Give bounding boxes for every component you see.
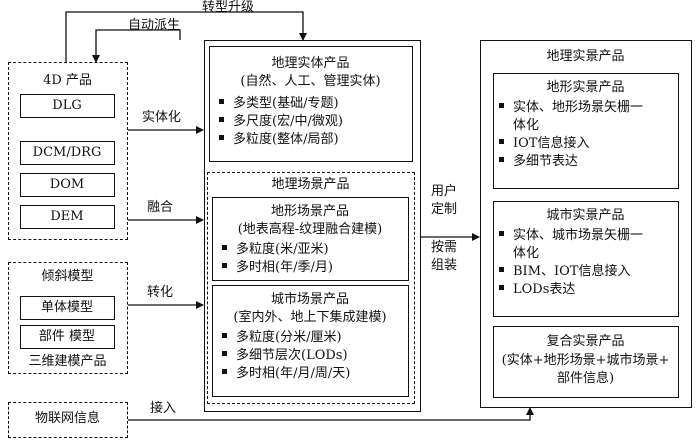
3d-modeling-products-label: 三维建模产品 [28,354,107,369]
city-real-bullet: LODs表达 [499,282,575,298]
on-demand-label: 组装 [431,258,458,273]
terrain-real-bullet: 多细节表达 [499,154,578,170]
dcm-drg-label: DCM/DRG [32,145,102,160]
dcm-drg-box: DCM/DRG [20,141,115,165]
on-demand-label: 按需 [431,240,458,255]
composite-real-desc: (实体+地形场景+城市场景+ [501,353,670,368]
real-scene-container: 地理实景产品 地形实景产品 实体、地形场景矢栅一 体化 IOT信息接入 多细节表… [480,40,692,408]
geo-scene-title: 地理场景产品 [271,177,350,192]
city-real-bullet-cont: 体化 [513,246,540,261]
terrain-scene-bullet: 多粒度(米/亚米) [222,242,329,258]
city-scene-bullet: 多细节层次(LODs) [222,348,348,364]
real-scene-title: 地理实景产品 [546,49,625,64]
iot-access-arrow [128,407,534,421]
composite-real-desc: 部件信息) [556,371,615,386]
terrain-real-bullet: IOT信息接入 [499,136,589,152]
terrain-scene-bullet: 多时相(年/季/月) [222,260,333,276]
user-custom-label: 用户 [431,184,458,199]
city-scene-subtitle: (室内外、地上下集成建模) [233,310,387,325]
terrain-real-bullet-cont: 体化 [513,118,540,133]
geo-entity-title: 地理实体产品 [271,56,350,71]
middle-products-container: 地理实体产品 (自然、人工、管理实体) 多类型(基础/专题) 多尺度(宏/中/微… [204,40,421,412]
dlg-box: DLG [20,94,115,118]
city-real-box: 城市实景产品 实体、城市场景矢栅一 体化 BIM、IOT信息接入 LODs表达 [493,201,679,317]
terrain-scene-title: 地形场景产品 [270,204,349,219]
composite-real-box: 复合实景产品 (实体+地形场景+城市场景+ 部件信息) [493,326,679,398]
terrain-scene-subtitle: (地表高程-纹理融合建模) [237,222,383,237]
dlg-label: DLG [52,98,82,113]
geo-entity-bullet: 多粒度(整体/局部) [219,132,339,148]
single-model-label: 单体模型 [40,300,93,315]
city-scene-bullet: 多粒度(分米/厘米) [222,330,342,346]
dem-label: DEM [50,209,84,224]
access-label: 接入 [150,401,177,416]
geo-entity-bullet: 多尺度(宏/中/微观) [219,114,343,130]
fuse-label: 融合 [147,200,174,215]
4d-products-group: 4D 产品 DLG DCM/DRG DOM DEM [8,62,128,240]
terrain-scene-box: 地形场景产品 (地表高程-纹理融合建模) 多粒度(米/亚米) 多时相(年/季/月… [212,197,409,281]
terrain-real-bullet: 实体、地形场景矢栅一 [499,100,643,116]
geo-scene-group: 地理场景产品 地形场景产品 (地表高程-纹理融合建模) 多粒度(米/亚米) 多时… [207,172,415,404]
part-model-box: 部件 模型 [20,325,115,349]
city-scene-title: 城市场景产品 [270,292,349,307]
single-model-box: 单体模型 [20,296,115,320]
terrain-real-title: 地形实景产品 [546,80,625,95]
user-custom-label: 定制 [431,202,458,217]
upgrade-arrow [65,11,307,62]
city-scene-box: 城市场景产品 (室内外、地上下集成建模) 多粒度(分米/厘米) 多细节层次(LO… [212,285,409,397]
dom-box: DOM [20,173,115,197]
geo-entity-box: 地理实体产品 (自然、人工、管理实体) 多类型(基础/专题) 多尺度(宏/中/微… [209,46,413,162]
city-real-bullet: 实体、城市场景矢栅一 [499,228,643,244]
entity-label: 实体化 [142,110,182,125]
oblique-model-title: 倾斜模型 [41,269,94,284]
geo-entity-bullet: 多类型(基础/专题) [219,96,339,112]
convert-label: 转化 [147,285,174,300]
composite-real-title: 复合实景产品 [546,334,625,349]
upgrade-label: 转型升级 [202,0,255,15]
city-real-title: 城市实景产品 [546,208,625,223]
part-model-label: 部件 模型 [38,329,96,344]
city-real-bullet: BIM、IOT信息接入 [499,264,630,280]
auto-derive-arrow [92,29,181,63]
iot-box: 物联网信息 [8,402,128,438]
dem-box: DEM [20,205,115,229]
4d-products-title: 4D 产品 [43,73,92,88]
geo-entity-subtitle: (自然、人工、管理实体) [240,74,381,89]
dom-label: DOM [49,177,85,192]
iot-label: 物联网信息 [34,411,100,426]
terrain-real-box: 地形实景产品 实体、地形场景矢栅一 体化 IOT信息接入 多细节表达 [493,73,679,189]
oblique-model-group: 倾斜模型 单体模型 部件 模型 三维建模产品 [8,262,128,374]
city-scene-bullet: 多时相(年/月/周/天) [222,366,350,382]
auto-derive-label: 自动派生 [128,18,181,33]
